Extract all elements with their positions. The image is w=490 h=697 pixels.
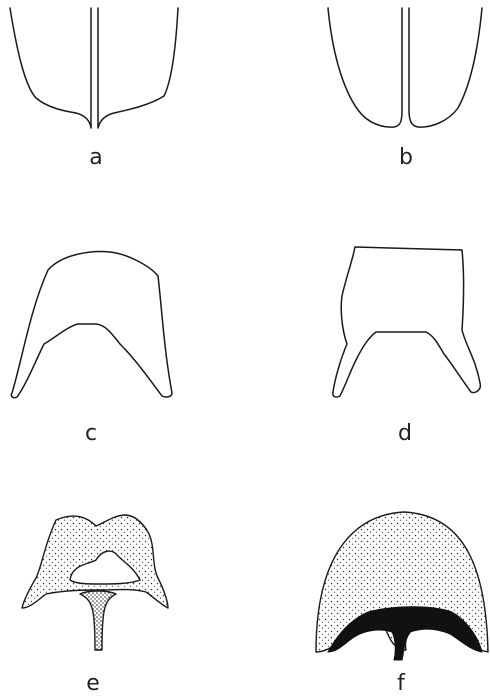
panel-a: a (10, 8, 178, 170)
panel-b-label: b (399, 145, 413, 170)
panel-e: e (22, 515, 168, 696)
panel-b-outline (328, 8, 482, 127)
panel-d: d (333, 247, 481, 446)
panel-e-label: e (86, 671, 100, 696)
panel-a-outline (10, 8, 178, 128)
panel-d-label: d (398, 421, 412, 446)
panel-d-outline (333, 247, 481, 397)
panel-b: b (328, 8, 482, 170)
panel-e-stalk (80, 591, 116, 650)
panel-a-label: a (89, 145, 102, 170)
panel-f: f (316, 512, 488, 696)
panel-f-label: f (397, 671, 406, 696)
panel-c-outline (11, 252, 172, 398)
panel-c-label: c (85, 421, 97, 446)
panel-c: c (11, 252, 172, 446)
